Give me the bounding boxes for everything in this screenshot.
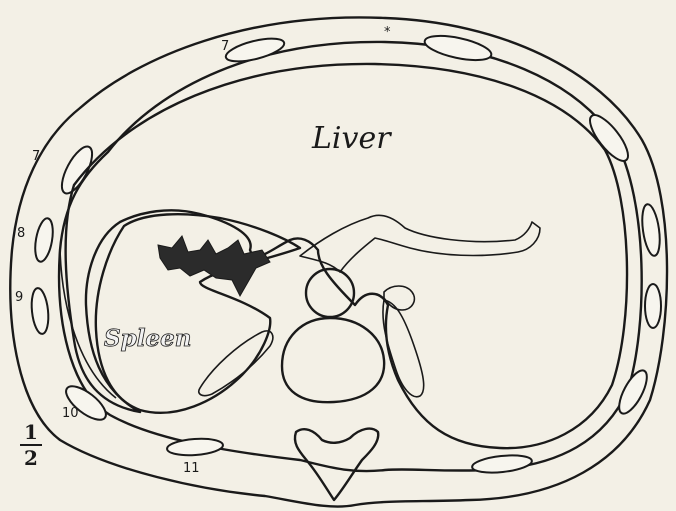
rib-right-mid2 — [645, 284, 661, 328]
vertebral-spine — [295, 429, 378, 500]
rib-number-11: 11 — [183, 461, 200, 476]
rib-number-9: 9 — [15, 290, 23, 305]
crus-left — [199, 331, 273, 396]
crus-right — [383, 300, 424, 397]
splenic-vessel — [158, 236, 270, 296]
asterisk-mark: * — [384, 25, 391, 40]
vertebral-body — [282, 318, 384, 402]
rib-9 — [30, 287, 51, 334]
portal-channel — [300, 215, 540, 272]
rib-bottom-right — [471, 453, 532, 475]
rib-number-8: 8 — [17, 226, 25, 241]
rib-7-top — [224, 34, 287, 66]
rib-number-7-left: 7 — [32, 149, 40, 164]
rib-8 — [32, 217, 55, 263]
rib-number-10: 10 — [62, 406, 79, 421]
rib-right-mid — [639, 203, 662, 257]
spleen-label: Spleen — [104, 325, 191, 352]
scale-denominator: 2 — [24, 446, 38, 470]
rib-number-7-top: 7 — [221, 39, 229, 54]
liver-label: Liver — [311, 121, 392, 156]
spleen — [96, 214, 300, 413]
rib-sternal — [423, 31, 494, 65]
scale-numerator: 1 — [24, 420, 38, 444]
